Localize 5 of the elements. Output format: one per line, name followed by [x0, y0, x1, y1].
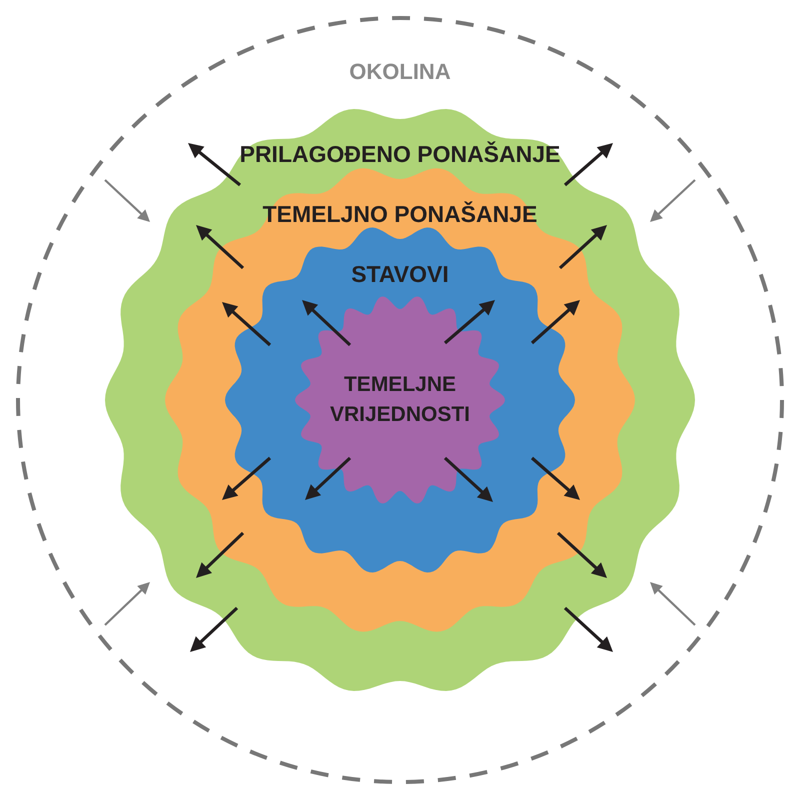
- layer-label: STAVOVI: [351, 261, 449, 288]
- layer-label: TEMELJNO PONAŠANJE: [262, 201, 538, 228]
- layer-label: PRILAGOĐENO PONAŠANJE: [240, 141, 560, 168]
- layer-label: TEMELJNE VRIJEDNOSTI: [328, 372, 472, 428]
- layer-label: OKOLINA: [349, 59, 451, 85]
